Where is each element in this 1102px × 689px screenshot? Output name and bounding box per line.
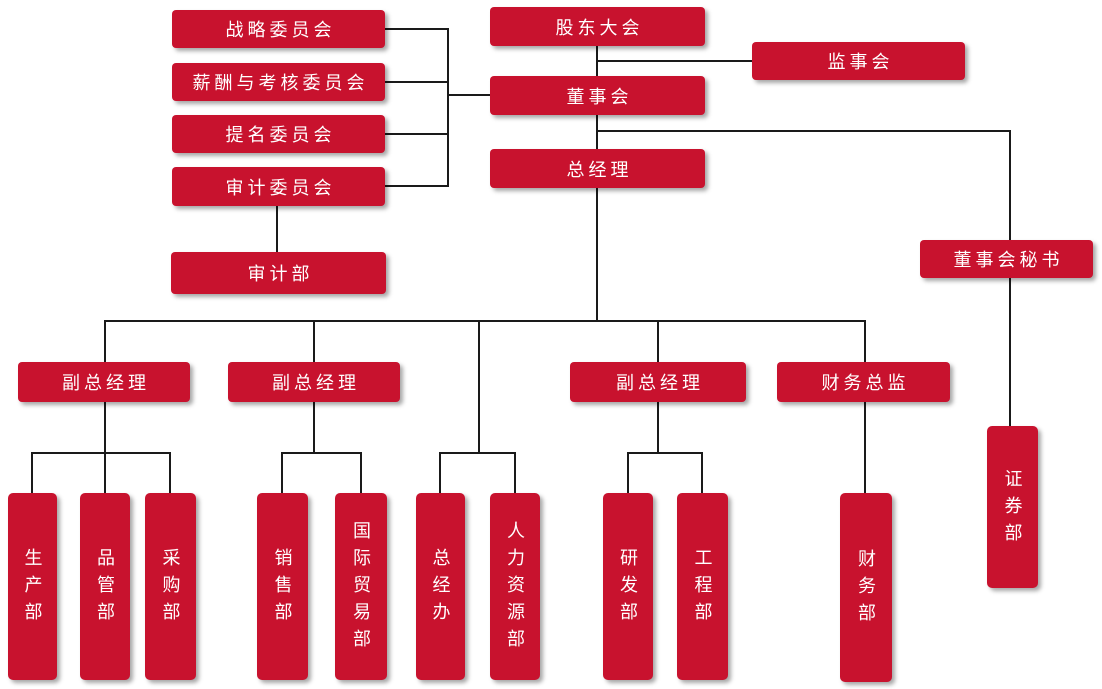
connector-drop-engineering: [701, 452, 703, 493]
node-deputy-gm-2: 副总经理: [228, 362, 400, 402]
node-sales-dept: 销售部: [257, 493, 308, 680]
node-compensation-committee: 薪酬与考核委员会: [172, 63, 385, 101]
connector-strategy-stub: [385, 28, 448, 30]
connector-drop-finance-director: [864, 320, 866, 362]
node-purchasing-dept: 采购部: [145, 493, 196, 680]
connector-drop-gmoffice: [439, 452, 441, 493]
node-audit-committee: 审计委员会: [172, 167, 385, 206]
node-engineering-dept: 工程部: [677, 493, 728, 680]
connector-trunk: [104, 320, 866, 322]
connector-to-supervisory: [597, 60, 752, 62]
node-audit-department: 审计部: [171, 252, 386, 294]
node-finance-director: 财务总监: [777, 362, 950, 402]
node-rd-dept: 研发部: [603, 493, 653, 680]
node-finance-dept: 财务部: [840, 493, 892, 682]
node-gm-office: 总经办: [416, 493, 465, 680]
connector-secretary-to-securities: [1009, 278, 1011, 426]
node-securities-dept: 证券部: [987, 426, 1038, 588]
node-shareholders-meeting: 股东大会: [490, 7, 705, 46]
connector-group2-rail: [281, 452, 362, 454]
connector-drop-hr: [514, 452, 516, 493]
node-deputy-gm-3: 副总经理: [570, 362, 746, 402]
connector-drop-middle-group: [478, 320, 480, 453]
node-board-of-directors: 董事会: [490, 76, 705, 115]
node-board-secretary: 董事会秘书: [920, 240, 1093, 278]
node-quality-dept: 品管部: [80, 493, 130, 680]
connector-committees-vertical: [447, 28, 449, 187]
connector-audit-stub: [385, 185, 448, 187]
connector-drop-sales: [281, 452, 283, 493]
node-strategy-committee: 战略委员会: [172, 10, 385, 48]
connector-drop-deputy-gm-3: [657, 320, 659, 362]
connector-gm-to-trunk: [596, 188, 598, 322]
connector-drop-rd: [627, 452, 629, 493]
node-production-dept: 生产部: [8, 493, 57, 680]
connector-board-to-gm: [596, 115, 598, 150]
node-general-manager: 总经理: [490, 149, 705, 188]
connector-drop-purchasing: [169, 452, 171, 493]
connector-drop-deputy-gm-2: [313, 320, 315, 362]
connector-compensation-stub: [385, 81, 448, 83]
connector-audit-to-auditdept: [276, 206, 278, 252]
connector-deputy3-down: [657, 402, 659, 454]
connector-to-secretary-vertical: [1009, 130, 1011, 240]
connector-cfo-to-finance: [864, 402, 866, 493]
connector-group4-rail: [627, 452, 703, 454]
node-deputy-gm-1: 副总经理: [18, 362, 190, 402]
connector-committees-to-board: [447, 94, 490, 96]
node-hr-dept: 人力资源部: [490, 493, 540, 680]
connector-deputy1-down: [104, 402, 106, 493]
node-intl-trade-dept: 国际贸易部: [335, 493, 387, 680]
connector-nomination-stub: [385, 133, 448, 135]
node-supervisory-board: 监事会: [752, 42, 965, 80]
node-nomination-committee: 提名委员会: [172, 115, 385, 153]
connector-deputy2-down: [313, 402, 315, 454]
connector-drop-deputy-gm-1: [104, 320, 106, 362]
connector-group3-rail: [439, 452, 516, 454]
connector-drop-intltrade: [360, 452, 362, 493]
connector-to-secretary-horizontal: [597, 130, 1011, 132]
connector-group1-rail: [31, 452, 171, 454]
connector-drop-production: [31, 452, 33, 493]
